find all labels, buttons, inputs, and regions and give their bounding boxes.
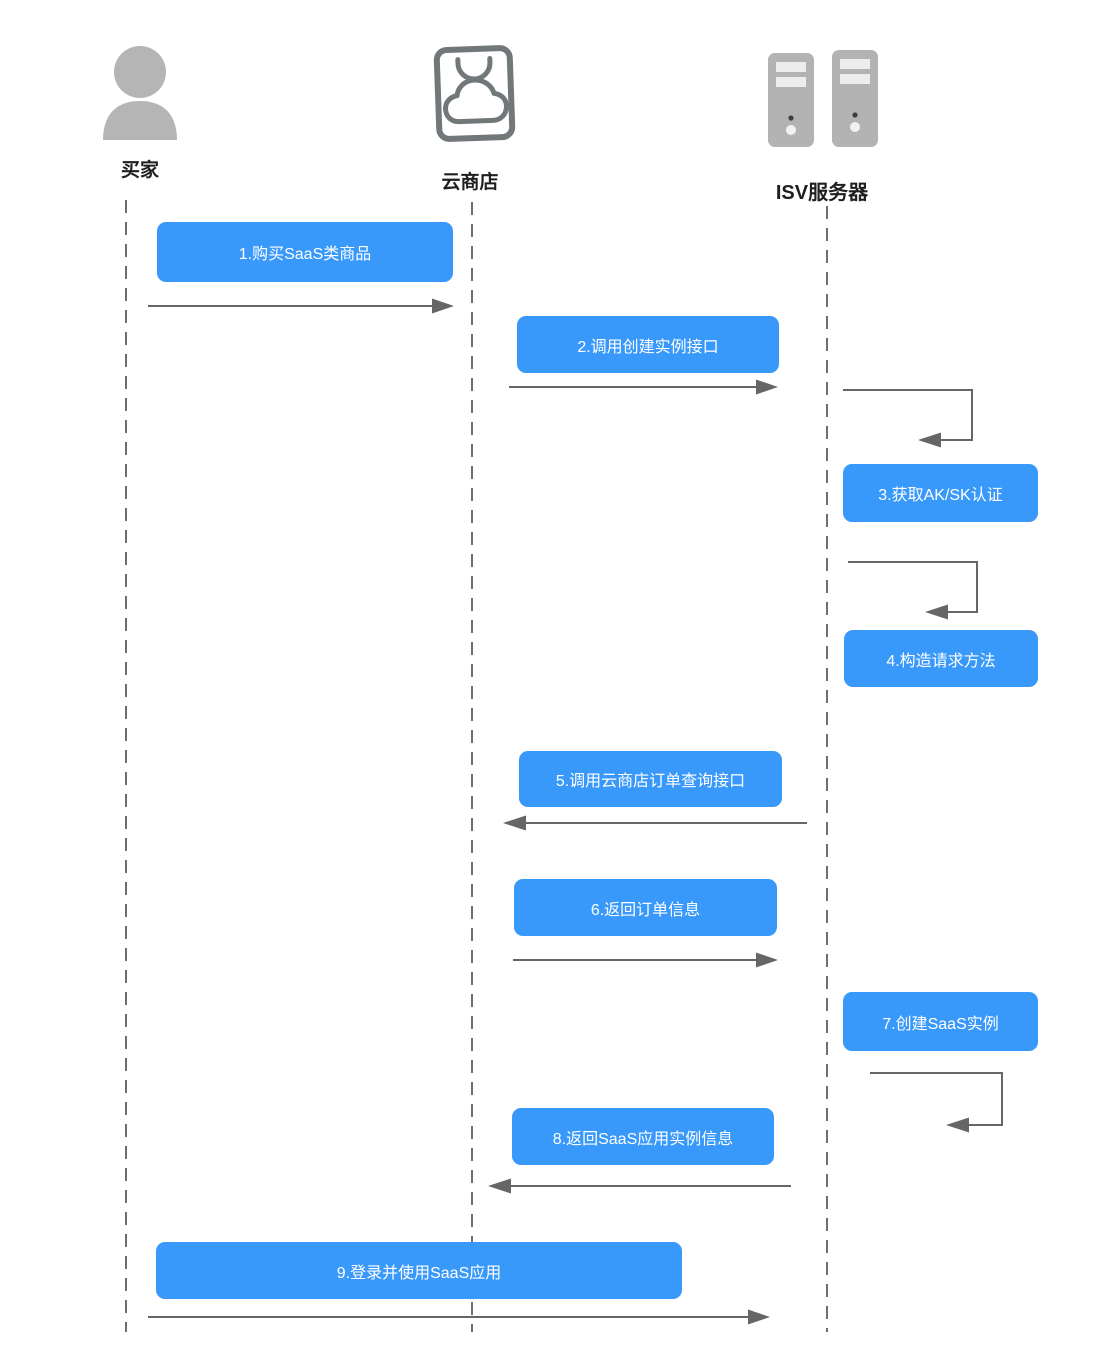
lifeline-buyer <box>125 200 127 1332</box>
person-icon <box>103 46 177 140</box>
step-7-box: 7.创建SaaS实例 <box>843 992 1038 1051</box>
arrow-step-8-isv-to-store <box>488 1178 791 1194</box>
step-3-box: 3.获取AK/SK认证 <box>843 464 1038 522</box>
arrow-step-3-isv-self-loop <box>843 389 973 448</box>
arrow-step-1-buyer-to-store <box>148 298 454 314</box>
shopping-bag-cloud-icon <box>433 45 516 142</box>
arrow-step-4-isv-self-loop <box>848 561 978 620</box>
arrow-step-2-store-to-isv <box>509 379 778 395</box>
step-1-box: 1.购买SaaS类商品 <box>157 222 453 282</box>
arrow-step-6-store-to-isv <box>513 952 778 968</box>
arrow-step-7-isv-self-loop <box>870 1072 1003 1133</box>
actor-label-cloud-store: 云商店 <box>441 172 499 193</box>
actor-label-isv-server: ISV服务器 <box>775 182 869 204</box>
step-9-box: 9.登录并使用SaaS应用 <box>156 1242 682 1299</box>
lifeline-cloud-store <box>471 202 473 1332</box>
arrow-step-5-isv-to-store <box>503 815 807 831</box>
step-2-box: 2.调用创建实例接口 <box>517 316 779 373</box>
step-5-box: 5.调用云商店订单查询接口 <box>519 751 782 807</box>
step-8-box: 8.返回SaaS应用实例信息 <box>512 1108 774 1165</box>
actor-label-buyer: 买家 <box>120 160 159 181</box>
lifeline-isv-server <box>826 206 828 1332</box>
arrow-step-9-buyer-to-isv <box>148 1309 770 1325</box>
step-4-box: 4.构造请求方法 <box>844 630 1038 687</box>
server-towers-icon <box>768 50 878 147</box>
step-6-box: 6.返回订单信息 <box>514 879 777 936</box>
